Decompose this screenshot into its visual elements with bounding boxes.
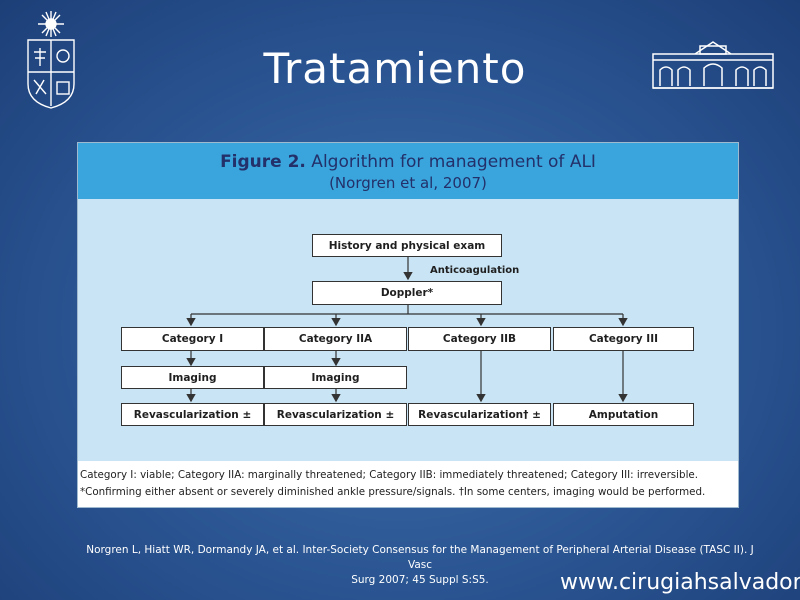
footnote-categories: Category I: viable; Category IIA: margin…: [80, 469, 699, 481]
university-building-icon: [650, 40, 776, 92]
category-iib-box: Category IIB: [408, 327, 551, 351]
figure-title-rest: Algorithm for management of ALI: [305, 152, 596, 172]
figure-header: Figure 2. Algorithm for management of AL…: [78, 143, 738, 199]
figure-title-bold: Figure 2.: [220, 152, 306, 172]
citation-line-1: Norgren L, Hiatt WR, Dormandy JA, et al.…: [86, 544, 754, 571]
revascularization-iia-box: Revascularization ±: [264, 403, 407, 426]
algorithm-figure: Figure 2. Algorithm for management of AL…: [77, 142, 739, 508]
citation: Norgren L, Hiatt WR, Dormandy JA, et al.…: [80, 543, 760, 588]
flowchart-connectors: [186, 257, 628, 403]
category-i-box: Category I: [121, 327, 264, 351]
imaging-i-box: Imaging: [121, 366, 264, 389]
revascularization-iib-box: Revascularization† ±: [408, 403, 551, 426]
university-crest-icon: [22, 10, 80, 110]
imaging-iia-box: Imaging: [264, 366, 407, 389]
amputation-box: Amputation: [553, 403, 694, 426]
website-link[interactable]: www.cirugiahsalvador.cl: [560, 570, 800, 595]
footnote-doppler: *Confirming either absent or severely di…: [80, 486, 706, 498]
revascularization-i-box: Revascularization ±: [121, 403, 264, 426]
category-iia-box: Category IIA: [264, 327, 407, 351]
doppler-box: Doppler*: [312, 281, 502, 305]
figure-footnotes: Category I: viable; Category IIA: margin…: [78, 461, 738, 507]
figure-subtitle: (Norgren et al, 2007): [329, 174, 487, 192]
category-iii-box: Category III: [553, 327, 694, 351]
citation-line-2: Surg 2007; 45 Suppl S:S5.: [351, 574, 489, 586]
figure-title: Figure 2. Algorithm for management of AL…: [78, 152, 738, 172]
slide-title: Tratamiento: [263, 44, 527, 93]
anticoagulation-label: Anticoagulation: [430, 265, 520, 276]
history-exam-box: History and physical exam: [312, 234, 502, 257]
